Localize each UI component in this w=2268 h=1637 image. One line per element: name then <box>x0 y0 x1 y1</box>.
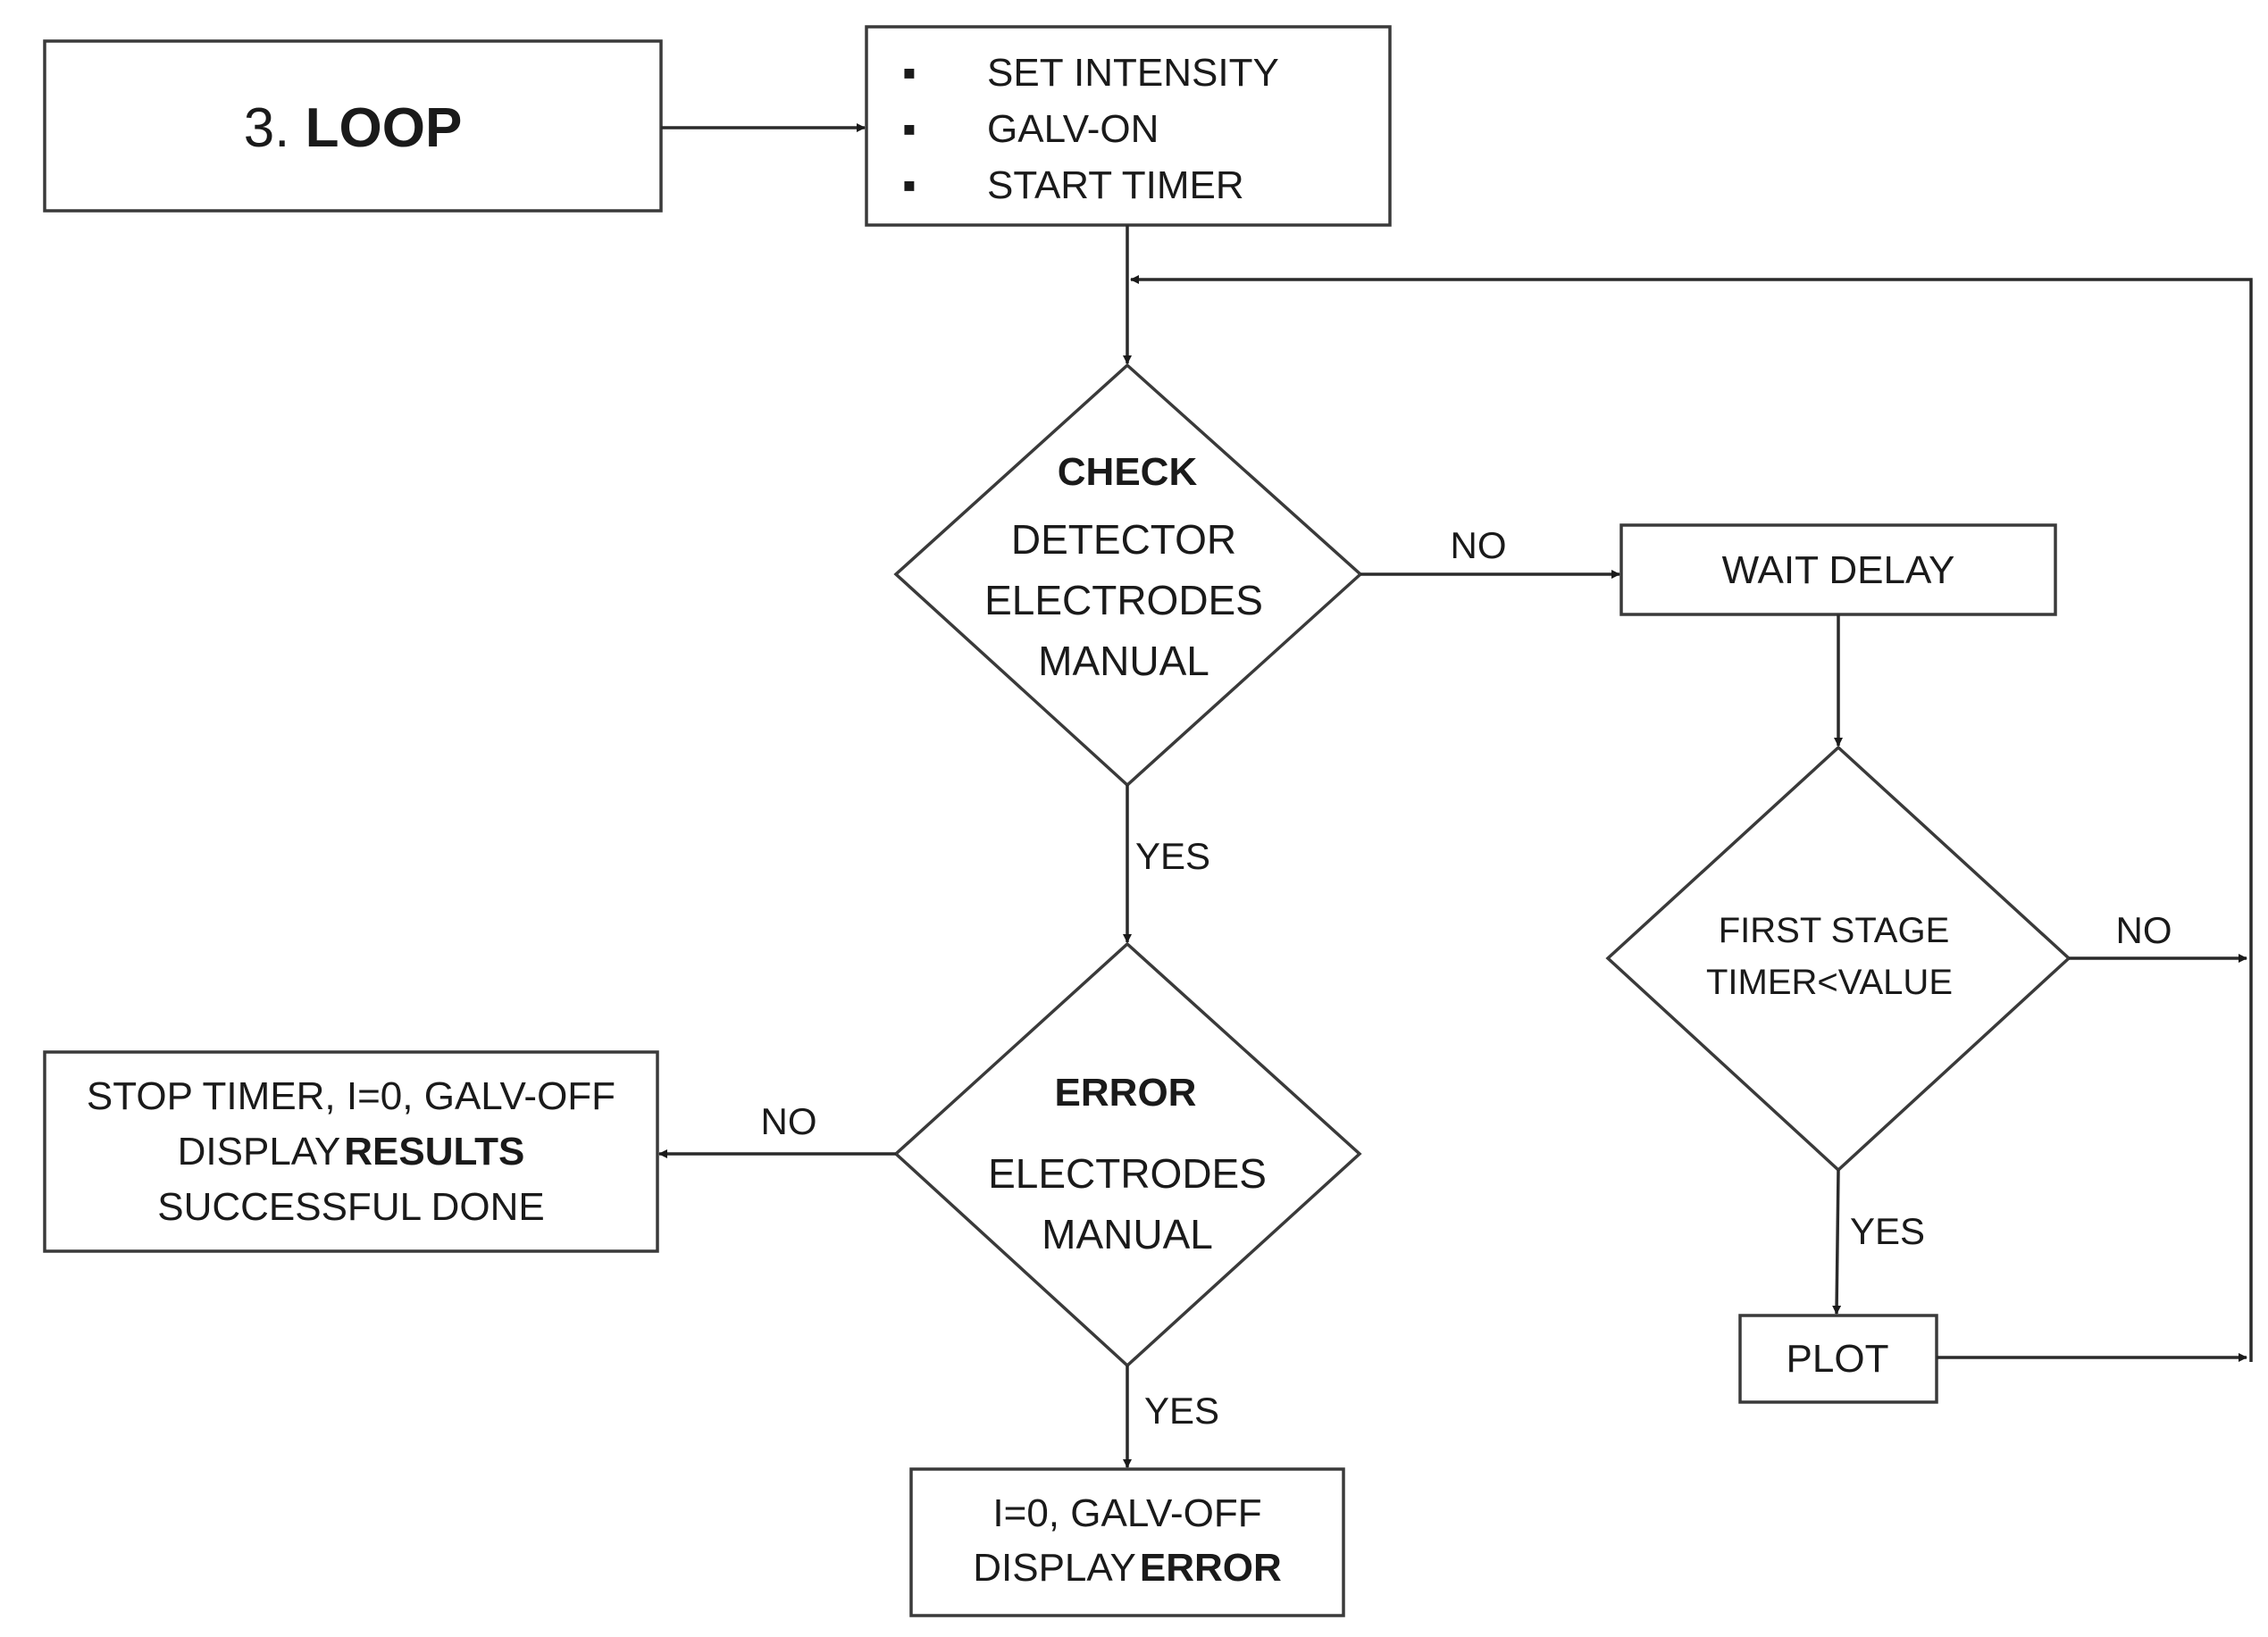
init-bullet-1: ▪ <box>902 51 916 95</box>
init-bullet-3: ▪ <box>902 163 916 207</box>
edge-first-stage-yes-to-plot <box>1832 1169 1842 1315</box>
label-error-no: NO <box>761 1100 817 1142</box>
stop-line-1: STOP TIMER, I=0, GALV-OFF <box>87 1074 615 1118</box>
edge-loop-back <box>1130 275 2253 1362</box>
check-line-detector: DETECTOR <box>1011 516 1236 563</box>
init-item-1: SET INTENSITY <box>987 51 1279 95</box>
error-box-line-2: DISPLAYERROR <box>973 1546 1282 1590</box>
plot-label: PLOT <box>1787 1337 1889 1381</box>
error-line-electrodes: ELECTRODES <box>988 1150 1267 1197</box>
first-stage-decision: FIRST STAGE TIMER<VALUE <box>1605 745 2071 1173</box>
init-item-3: START TIMER <box>987 163 1244 207</box>
stop-line-2: DISPLAYRESULTS <box>178 1130 525 1173</box>
label-check-no: NO <box>1451 524 1507 566</box>
error-output-box: I=0, GALV-OFF DISPLAYERROR <box>909 1467 1345 1617</box>
label-first-stage-no: NO <box>2116 909 2172 951</box>
init-box: ▪ SET INTENSITY ▪ GALV-ON ▪ START TIMER <box>865 25 1392 227</box>
label-first-stage-yes: YES <box>1850 1210 1925 1252</box>
first-stage-line-1: FIRST STAGE <box>1719 911 1950 950</box>
wait-delay-label: WAIT DELAY <box>1722 548 1955 592</box>
first-stage-line-2: TIMER<VALUE <box>1706 963 1953 1002</box>
loop-title-box: 3. LOOP <box>43 39 663 213</box>
check-heading: CHECK <box>1058 450 1198 494</box>
check-line-manual: MANUAL <box>1038 638 1209 684</box>
loop-title: 3. LOOP <box>244 97 463 159</box>
stop-results-box: STOP TIMER, I=0, GALV-OFF DISPLAYRESULTS… <box>43 1050 659 1253</box>
check-line-electrodes: ELECTRODES <box>984 577 1263 623</box>
error-box-line-1: I=0, GALV-OFF <box>992 1491 1261 1535</box>
wait-delay-box: WAIT DELAY <box>1619 523 2057 616</box>
init-item-2: GALV-ON <box>987 107 1159 151</box>
init-bullet-2: ▪ <box>902 107 916 151</box>
error-decision: ERROR ELECTRODES MANUAL <box>893 941 1362 1368</box>
label-check-yes: YES <box>1135 835 1210 877</box>
error-heading: ERROR <box>1055 1071 1197 1115</box>
plot-box: PLOT <box>1738 1314 1938 1404</box>
stop-line-3: SUCCESSFUL DONE <box>157 1185 545 1229</box>
check-decision: CHECK DETECTOR ELECTRODES MANUAL <box>893 363 1363 788</box>
error-line-manual: MANUAL <box>1042 1211 1213 1257</box>
label-error-yes: YES <box>1144 1390 1219 1432</box>
